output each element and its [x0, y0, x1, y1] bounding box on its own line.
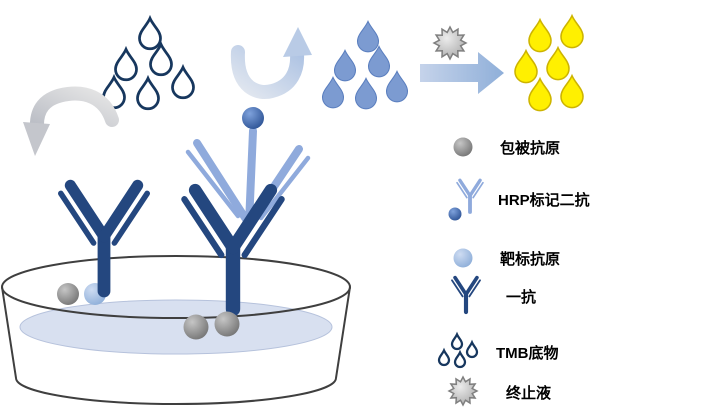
- legend-label: TMB底物: [496, 344, 559, 362]
- hrp-enzyme-circle: [242, 107, 264, 129]
- legend: 包被抗原 HRP标记二抗 靶标抗原 一抗 TMB底物: [437, 137, 590, 407]
- coating-antigen-circle: [214, 311, 240, 337]
- legend-item: HRP标记二抗: [448, 178, 590, 221]
- primary-antibody-left-icon: [61, 185, 147, 291]
- curved-arrow-left-icon: [23, 86, 119, 156]
- tmb-substrate-droplets-icon: [102, 16, 195, 111]
- legend-item: 靶标抗原: [453, 248, 560, 268]
- coating-antigen-icon: [453, 137, 473, 157]
- legend-item: 包被抗原: [453, 137, 560, 157]
- stop-solution-icon: [447, 375, 479, 407]
- tmb-substrate-icon: [437, 333, 479, 369]
- target-antigen-icon: [453, 248, 473, 268]
- legend-label: 靶标抗原: [500, 250, 560, 268]
- coating-antigen-circle: [183, 314, 209, 340]
- detection-complex: [183, 107, 311, 340]
- hrp-secondary-antibody-icon: [455, 178, 485, 214]
- curved-arrow-top-icon: [230, 27, 312, 99]
- legend-item: TMB底物: [437, 333, 559, 369]
- stop-solution-star-icon: [432, 25, 468, 61]
- legend-label: HRP标记二抗: [498, 191, 590, 209]
- coating-antigen-circle: [57, 283, 79, 305]
- legend-label: 包被抗原: [500, 139, 560, 157]
- primary-antibody-icon: [452, 278, 480, 312]
- legend-label: 终止液: [506, 384, 552, 402]
- elisa-well-dish: [1, 255, 351, 405]
- hrp-enzyme-icon: [448, 207, 462, 221]
- substrate-droplets-blue-icon: [321, 20, 409, 110]
- product-droplets-yellow-icon: [514, 14, 584, 112]
- legend-item: 一抗: [452, 278, 536, 312]
- well-liquid: [19, 299, 333, 355]
- legend-item: 终止液: [447, 375, 552, 407]
- reaction-arrow-icon: [420, 52, 504, 94]
- legend-label: 一抗: [506, 288, 536, 306]
